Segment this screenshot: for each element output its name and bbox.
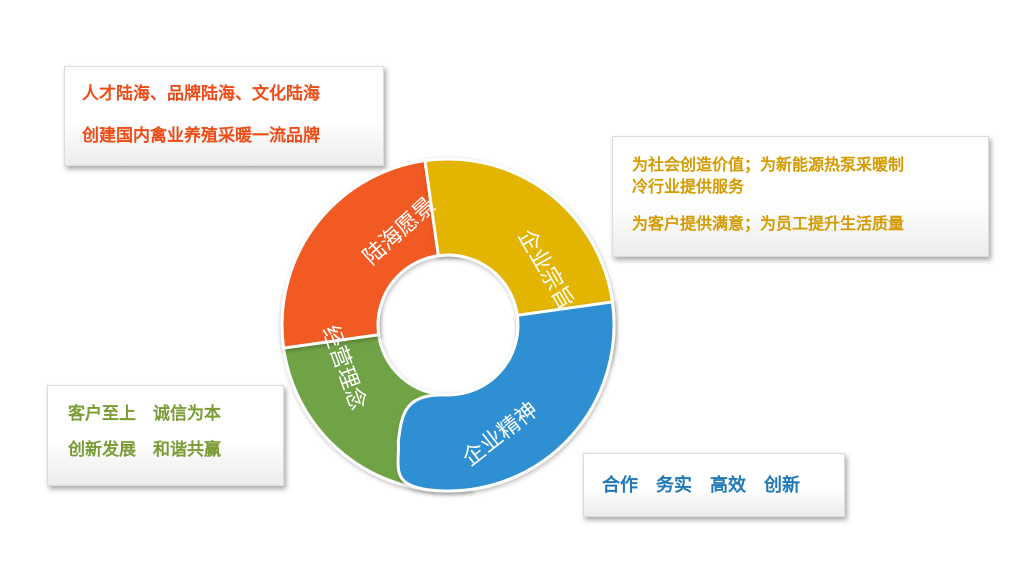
purpose-card-line-3: 为客户提供满意；为员工提升生活质量 (632, 214, 905, 233)
purpose-card-line-1: 为社会创造价值；为新能源热泵采暖制 (632, 155, 905, 174)
vision-card-line-1: 人才陆海、品牌陆海、文化陆海 (82, 84, 320, 104)
purpose-card-line-2: 冷行业提供服务 (632, 177, 745, 196)
values-card-line-1: 客户至上 诚信为本 (68, 404, 221, 424)
values-card: 客户至上 诚信为本 创新发展 和谐共赢 (47, 385, 284, 486)
cycle-segments (280, 157, 616, 493)
purpose-card: 为社会创造价值；为新能源热泵采暖制 冷行业提供服务 为客户提供满意；为员工提升生… (612, 136, 989, 257)
vision-card: 人才陆海、品牌陆海、文化陆海 创建国内禽业养殖采暖一流品牌 (64, 66, 384, 166)
cycle-segment-spirit (396, 300, 616, 493)
vision-card-line-2: 创建国内禽业养殖采暖一流品牌 (82, 126, 320, 146)
values-card-line-2: 创新发展 和谐共赢 (68, 440, 221, 460)
spirit-card: 合作 务实 高效 创新 (583, 453, 845, 517)
spirit-card-line-1: 合作 务实 高效 创新 (602, 475, 800, 496)
